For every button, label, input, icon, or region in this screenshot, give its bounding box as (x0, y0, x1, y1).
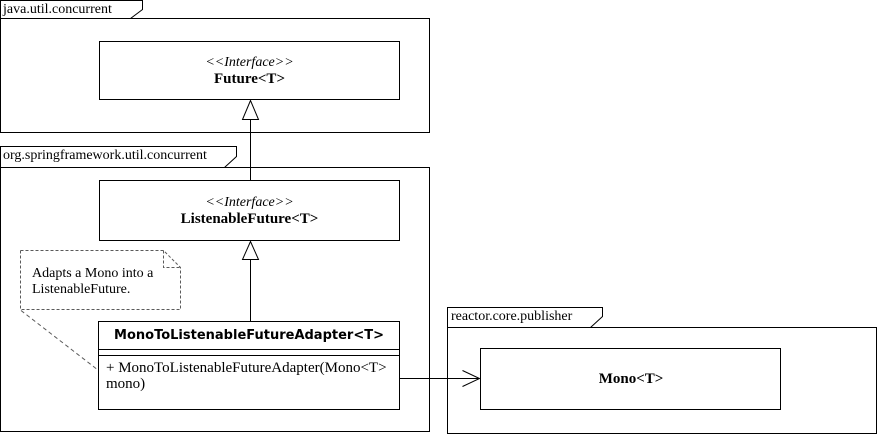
future-name: Future<T> (214, 70, 285, 87)
listenablefuture-stereotype: <<Interface>> (205, 194, 294, 210)
note-fold-corner (163, 250, 181, 268)
adapter-class-title: MonoToListenableFutureAdapter<T> (114, 328, 384, 343)
generalization-arrowhead-listenablefuture (241, 240, 260, 260)
package-java-util-concurrent-tab (0, 0, 143, 19)
note-anchor-line (20, 310, 99, 371)
package-label-java-util-concurrent: java.util.concurrent (3, 2, 112, 17)
mono-class-title: Mono<T> (598, 370, 664, 387)
package-label-spring-util-concurrent: org.springframework.util.concurrent (3, 148, 207, 163)
package-label-reactor-core-publisher: reactor.core.publisher (451, 309, 573, 324)
mono-class-box (480, 348, 781, 410)
package-reactor-core-publisher-tab (447, 307, 603, 328)
package-spring-util-concurrent-tab (0, 146, 237, 168)
listenablefuture-interface-text: <<Interface>> ListenableFuture<T> (99, 181, 400, 240)
listenablefuture-name: ListenableFuture<T> (180, 210, 319, 227)
generalization-arrowhead-future (241, 99, 260, 120)
adapter-class-box (98, 321, 400, 410)
listenablefuture-interface-box (99, 180, 400, 241)
note-text: Adapts a Mono into a ListenableFuture. (32, 266, 154, 297)
future-interface-text: <<Interface>> Future<T> (99, 42, 400, 99)
association-open-arrowhead (462, 370, 481, 387)
future-interface-box (99, 41, 400, 100)
note-shape (20, 250, 181, 310)
adapter-constructor-text: + MonoToListenableFutureAdapter(Mono<T> … (106, 360, 387, 392)
future-stereotype: <<Interface>> (205, 54, 294, 70)
